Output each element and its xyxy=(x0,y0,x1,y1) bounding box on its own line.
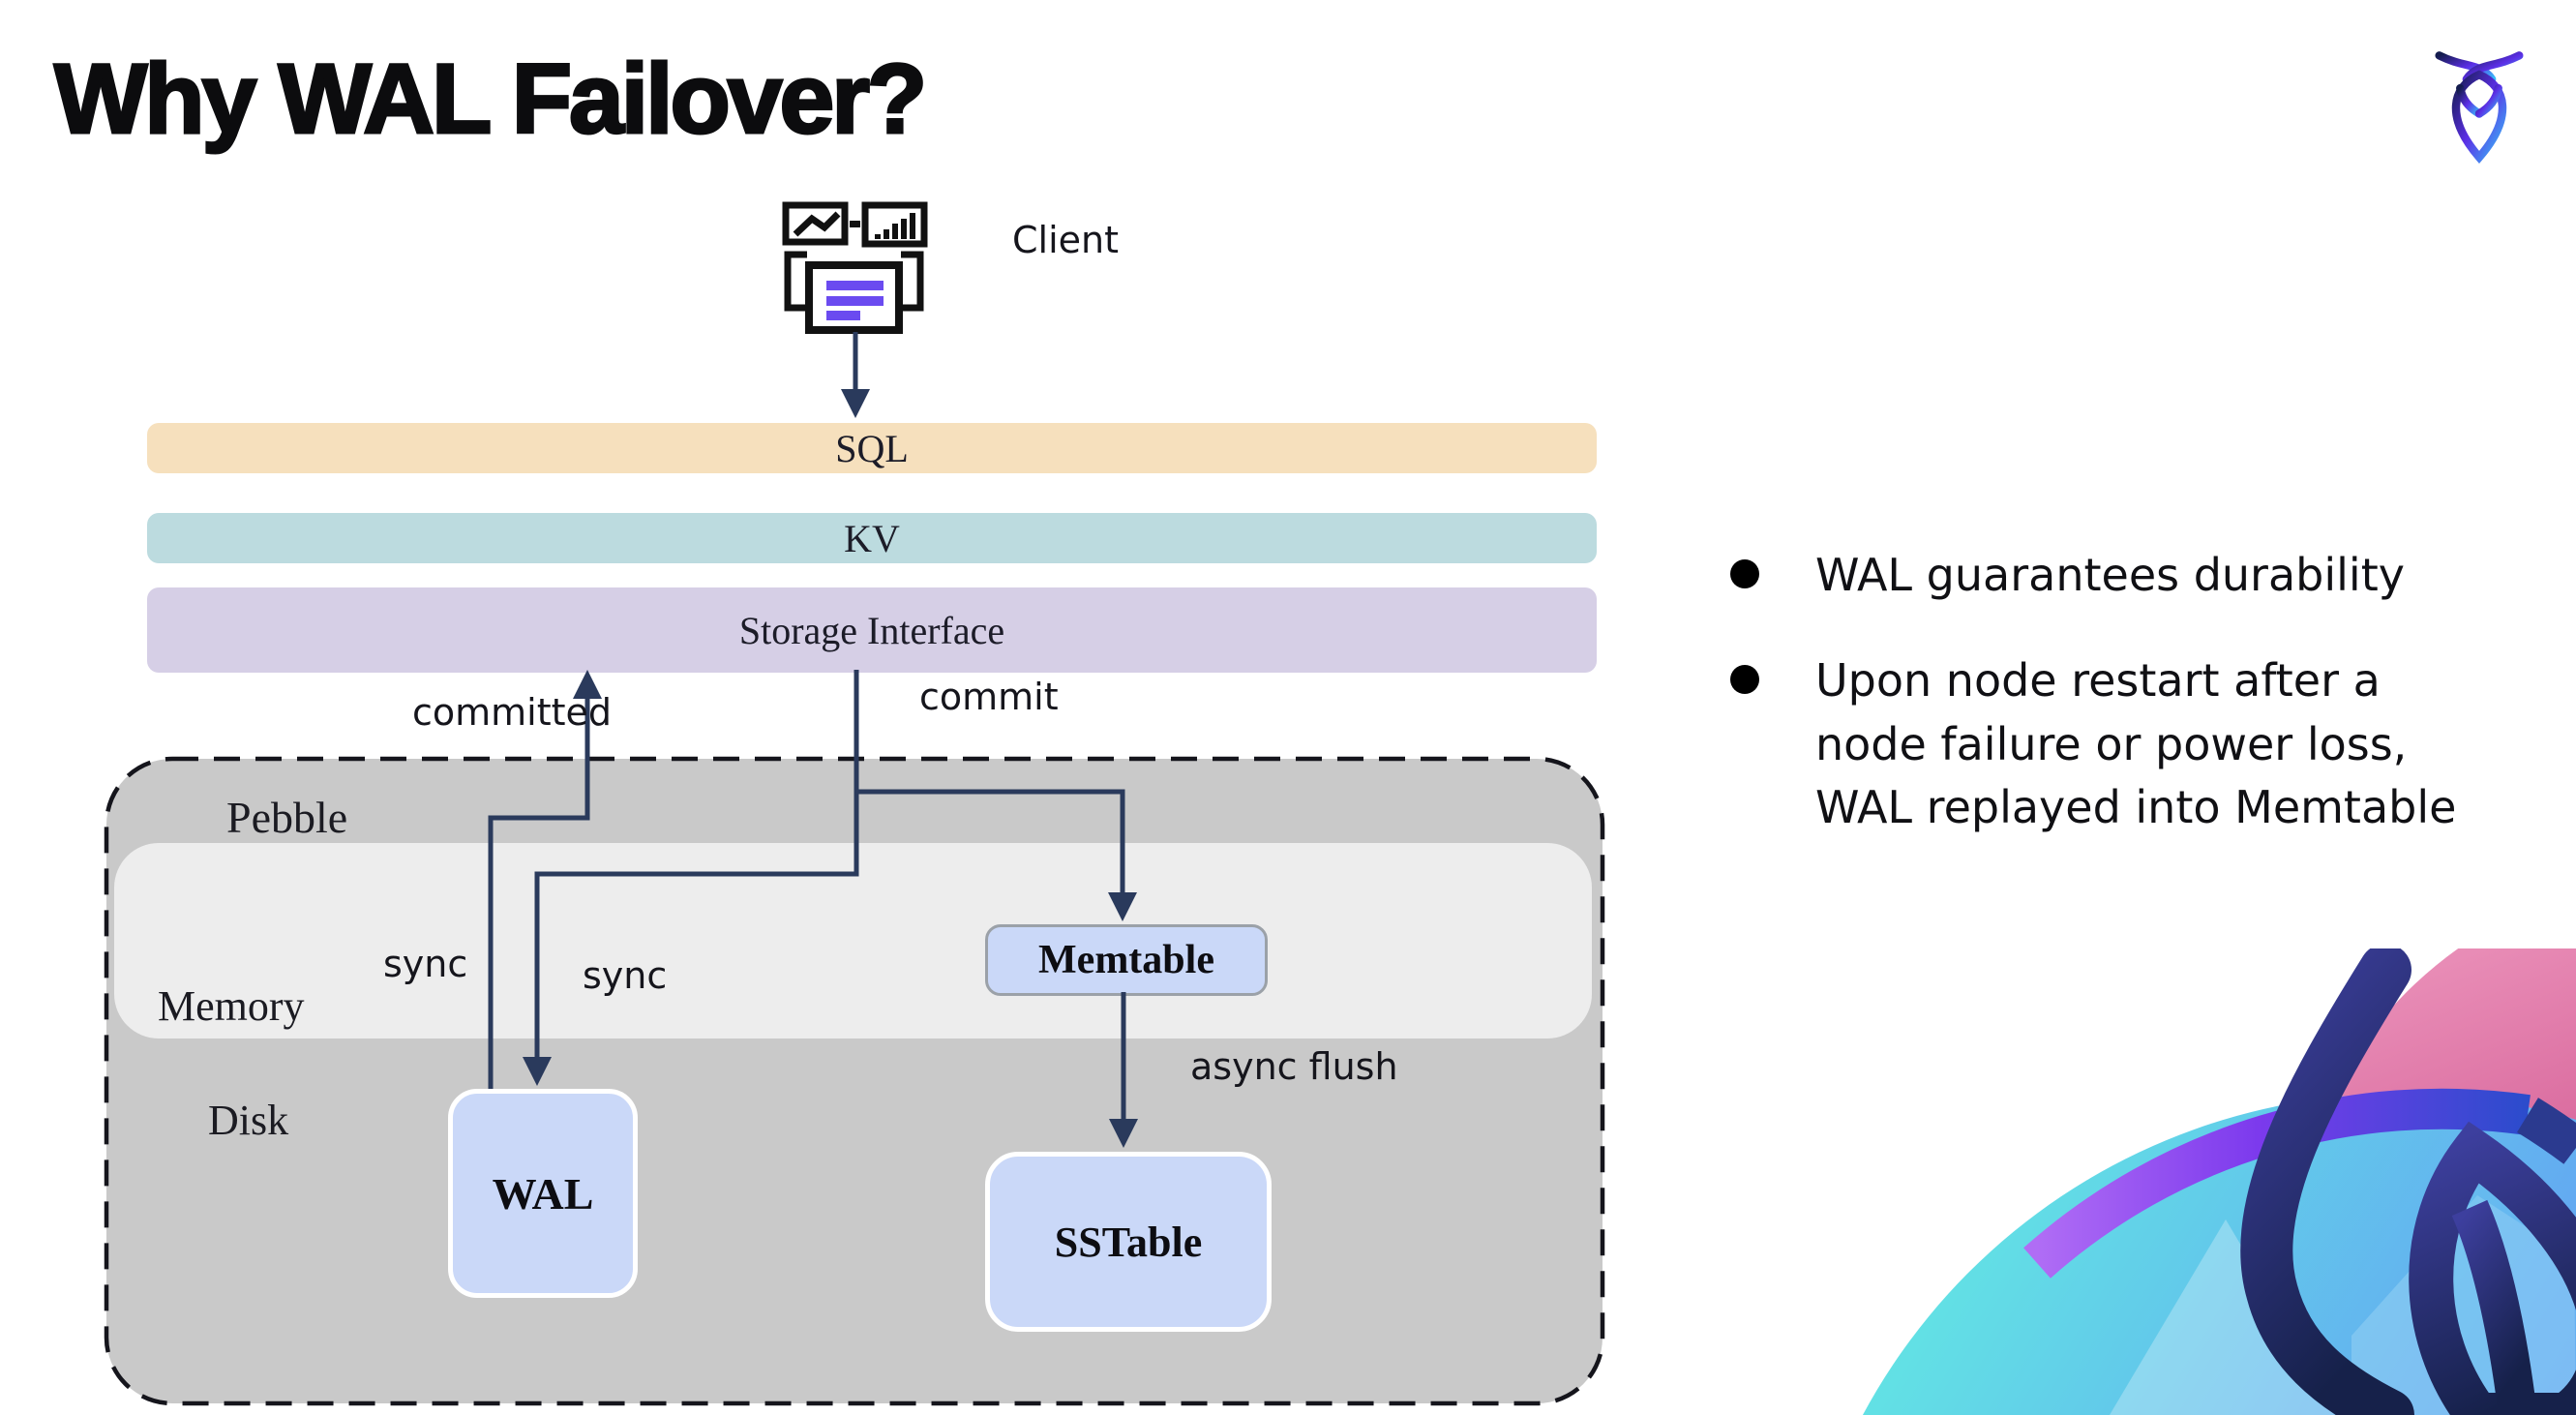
commit-label: commit xyxy=(919,676,1059,718)
bullet-list: WAL guarantees durability Upon node rest… xyxy=(1730,544,2572,882)
list-item: Upon node restart after a node failure o… xyxy=(1730,649,2572,839)
list-item: WAL guarantees durability xyxy=(1730,544,2572,607)
sstable-node: SSTable xyxy=(985,1152,1272,1332)
wal-node: WAL xyxy=(448,1089,638,1298)
sstable-node-label: SSTable xyxy=(1054,1218,1203,1266)
memory-band xyxy=(114,843,1592,1039)
bullet-dot-icon xyxy=(1730,559,1759,588)
sync-right-label: sync xyxy=(583,954,668,997)
layer-bar-kv: KV xyxy=(147,513,1597,563)
layer-bar-storage-label: Storage Interface xyxy=(738,608,1005,652)
layer-bar-sql-label: SQL xyxy=(835,426,909,470)
bullet-text: Upon node restart after a node failure o… xyxy=(1815,654,2457,833)
page-title: Why WAL Failover? xyxy=(52,43,928,156)
wal-node-label: WAL xyxy=(492,1168,594,1219)
layer-bar-sql: SQL xyxy=(147,423,1597,473)
committed-label: committed xyxy=(412,691,613,734)
client-label: Client xyxy=(1012,219,1120,261)
cockroachdb-roach-icon xyxy=(2435,51,2524,164)
layer-bar-kv-label: KV xyxy=(844,516,900,560)
layer-bar-storage: Storage Interface xyxy=(147,587,1597,673)
bullet-text: WAL guarantees durability xyxy=(1815,549,2405,601)
async-flush-label: async flush xyxy=(1190,1045,1398,1088)
sync-left-label: sync xyxy=(383,943,468,985)
bullet-dot-icon xyxy=(1730,665,1759,695)
memtable-node: Memtable xyxy=(985,924,1268,996)
disk-label: Disk xyxy=(208,1097,289,1144)
memory-label: Memory xyxy=(158,982,305,1030)
memtable-node-label: Memtable xyxy=(1038,938,1214,982)
pebble-label: Pebble xyxy=(226,793,348,842)
